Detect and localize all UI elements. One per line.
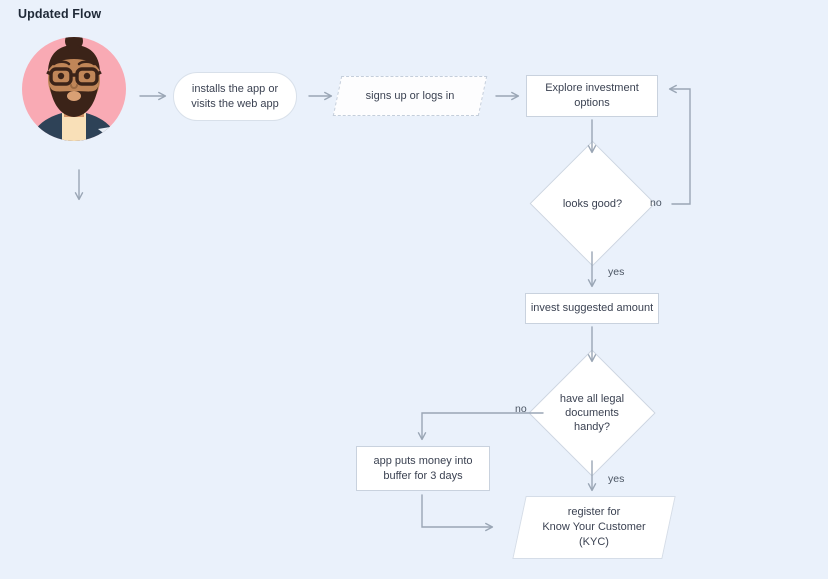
node-installs-app[interactable]: installs the app or visits the web app <box>173 72 297 121</box>
avatar-eyebrow-left <box>52 60 71 66</box>
avatar-eyebrow-right <box>77 60 96 66</box>
avatar-eye-left <box>57 72 65 80</box>
avatar-nose <box>70 84 78 89</box>
edge-label-looks-good-yes: yes <box>608 266 625 278</box>
node-looks-good[interactable]: looks good? <box>529 140 656 267</box>
avatar-shirt <box>62 113 86 141</box>
avatar-illustration <box>22 37 126 141</box>
node-looks-good-label: looks good? <box>562 197 623 210</box>
node-signs-up[interactable]: signs up or logs in <box>332 76 488 116</box>
node-signs-up-label: signs up or logs in <box>365 89 455 102</box>
edge-label-legal-yes: yes <box>608 473 625 485</box>
edge-looksgood-no-loop <box>668 84 691 205</box>
edge-label-looks-good-no: no <box>650 197 662 209</box>
node-register-kyc-label: register for Know Your Customer (KYC) <box>542 506 646 548</box>
edge-buffer-to-kyc <box>421 494 494 532</box>
node-invest-amount-label: invest suggested amount <box>530 302 654 314</box>
avatar-eye-right <box>83 72 91 80</box>
node-invest-amount[interactable]: invest suggested amount <box>525 293 659 324</box>
node-buffer[interactable]: app puts money into buffer for 3 days <box>356 446 490 491</box>
node-explore-investment[interactable]: Explore investment options <box>526 75 658 117</box>
node-buffer-label: app puts money into buffer for 3 days <box>373 454 473 482</box>
node-explore-investment-label: Explore investment options <box>545 82 639 109</box>
page-title: Updated Flow <box>18 7 102 21</box>
node-legal-documents[interactable]: have all legal documents handy? <box>528 349 656 477</box>
avatar-mouth <box>67 91 81 101</box>
node-register-kyc[interactable]: register for Know Your Customer (KYC) <box>512 496 676 559</box>
edge-label-legal-no: no <box>515 403 527 415</box>
user-avatar <box>18 29 130 141</box>
edge-legal-no <box>417 412 544 441</box>
node-installs-app-label: installs the app or visits the web app <box>191 82 279 110</box>
avatar-hair <box>48 45 100 73</box>
node-legal-documents-label: have all legal documents handy? <box>559 393 625 433</box>
avatar-hair-tie <box>68 45 80 53</box>
avatar-glasses <box>46 67 102 86</box>
